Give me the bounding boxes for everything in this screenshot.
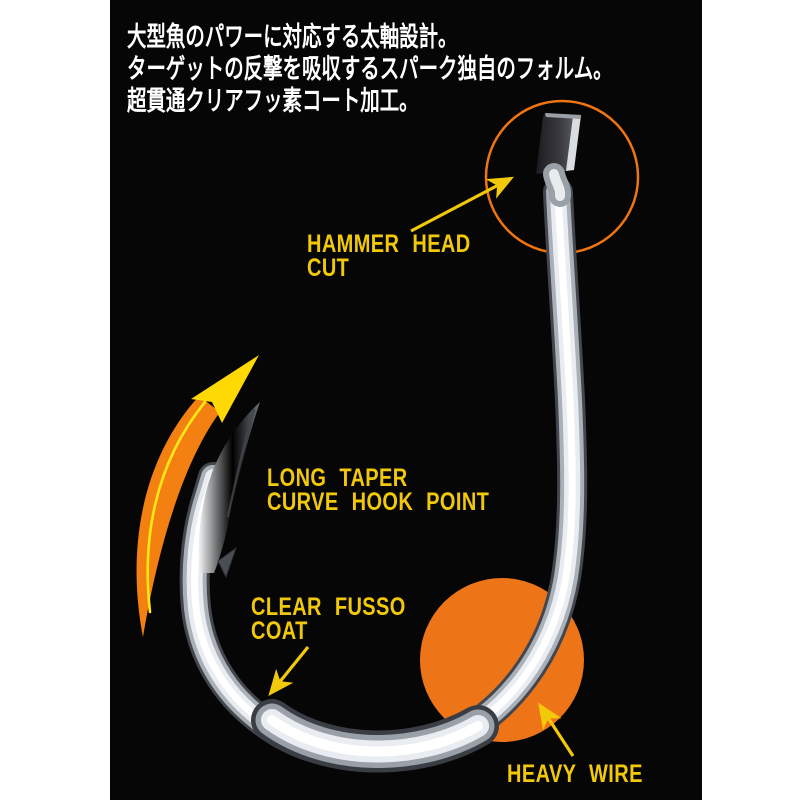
label-long-taper-curve-hook-point: LONG TAPER CURVE HOOK POINT: [267, 464, 545, 516]
curved-swoosh-arrow: [136, 355, 259, 637]
hook-point: [198, 402, 260, 573]
label-long-taper-line2: CURVE HOOK POINT: [267, 488, 490, 516]
fishhook: [179, 113, 588, 773]
hammer-head-pointer-arrow: [410, 176, 514, 233]
hook-barb: [217, 546, 237, 579]
label-hammer-head-cut: HAMMER HEAD CUT: [307, 230, 512, 282]
hook-bend-heavy-wire: [251, 699, 499, 773]
clear-fusso-pointer-arrow: [268, 645, 310, 696]
label-clear-fusso-line1: CLEAR FUSSO: [251, 593, 406, 621]
headline-line-2: ターゲットの反撃を吸収するスパーク独自のフォルム。: [127, 54, 613, 85]
heavy-wire-pointer-arrow: [538, 702, 575, 757]
label-hammer-head-line2: CUT: [307, 254, 350, 282]
headline-line-1: 大型魚のパワーに対応する太軸設計。: [127, 22, 458, 53]
label-hammer-head-line1: HAMMER HEAD: [307, 230, 471, 258]
label-heavy-wire: HEAVY WIRE: [507, 760, 677, 788]
headline-line-3: 超貫通クリアフッ素コート加工。: [127, 86, 419, 117]
headline: 大型魚のパワーに対応する太軸設計。 ターゲットの反撃を吸収するスパーク独自のフォ…: [127, 22, 800, 118]
hook-neck: [543, 163, 572, 207]
hammer-head: [536, 113, 581, 174]
label-clear-fusso-coat: CLEAR FUSSO COAT: [251, 593, 444, 645]
label-heavy-wire-line1: HEAVY WIRE: [507, 760, 643, 788]
label-clear-fusso-line2: COAT: [251, 617, 308, 645]
label-long-taper-line1: LONG TAPER: [267, 464, 408, 492]
